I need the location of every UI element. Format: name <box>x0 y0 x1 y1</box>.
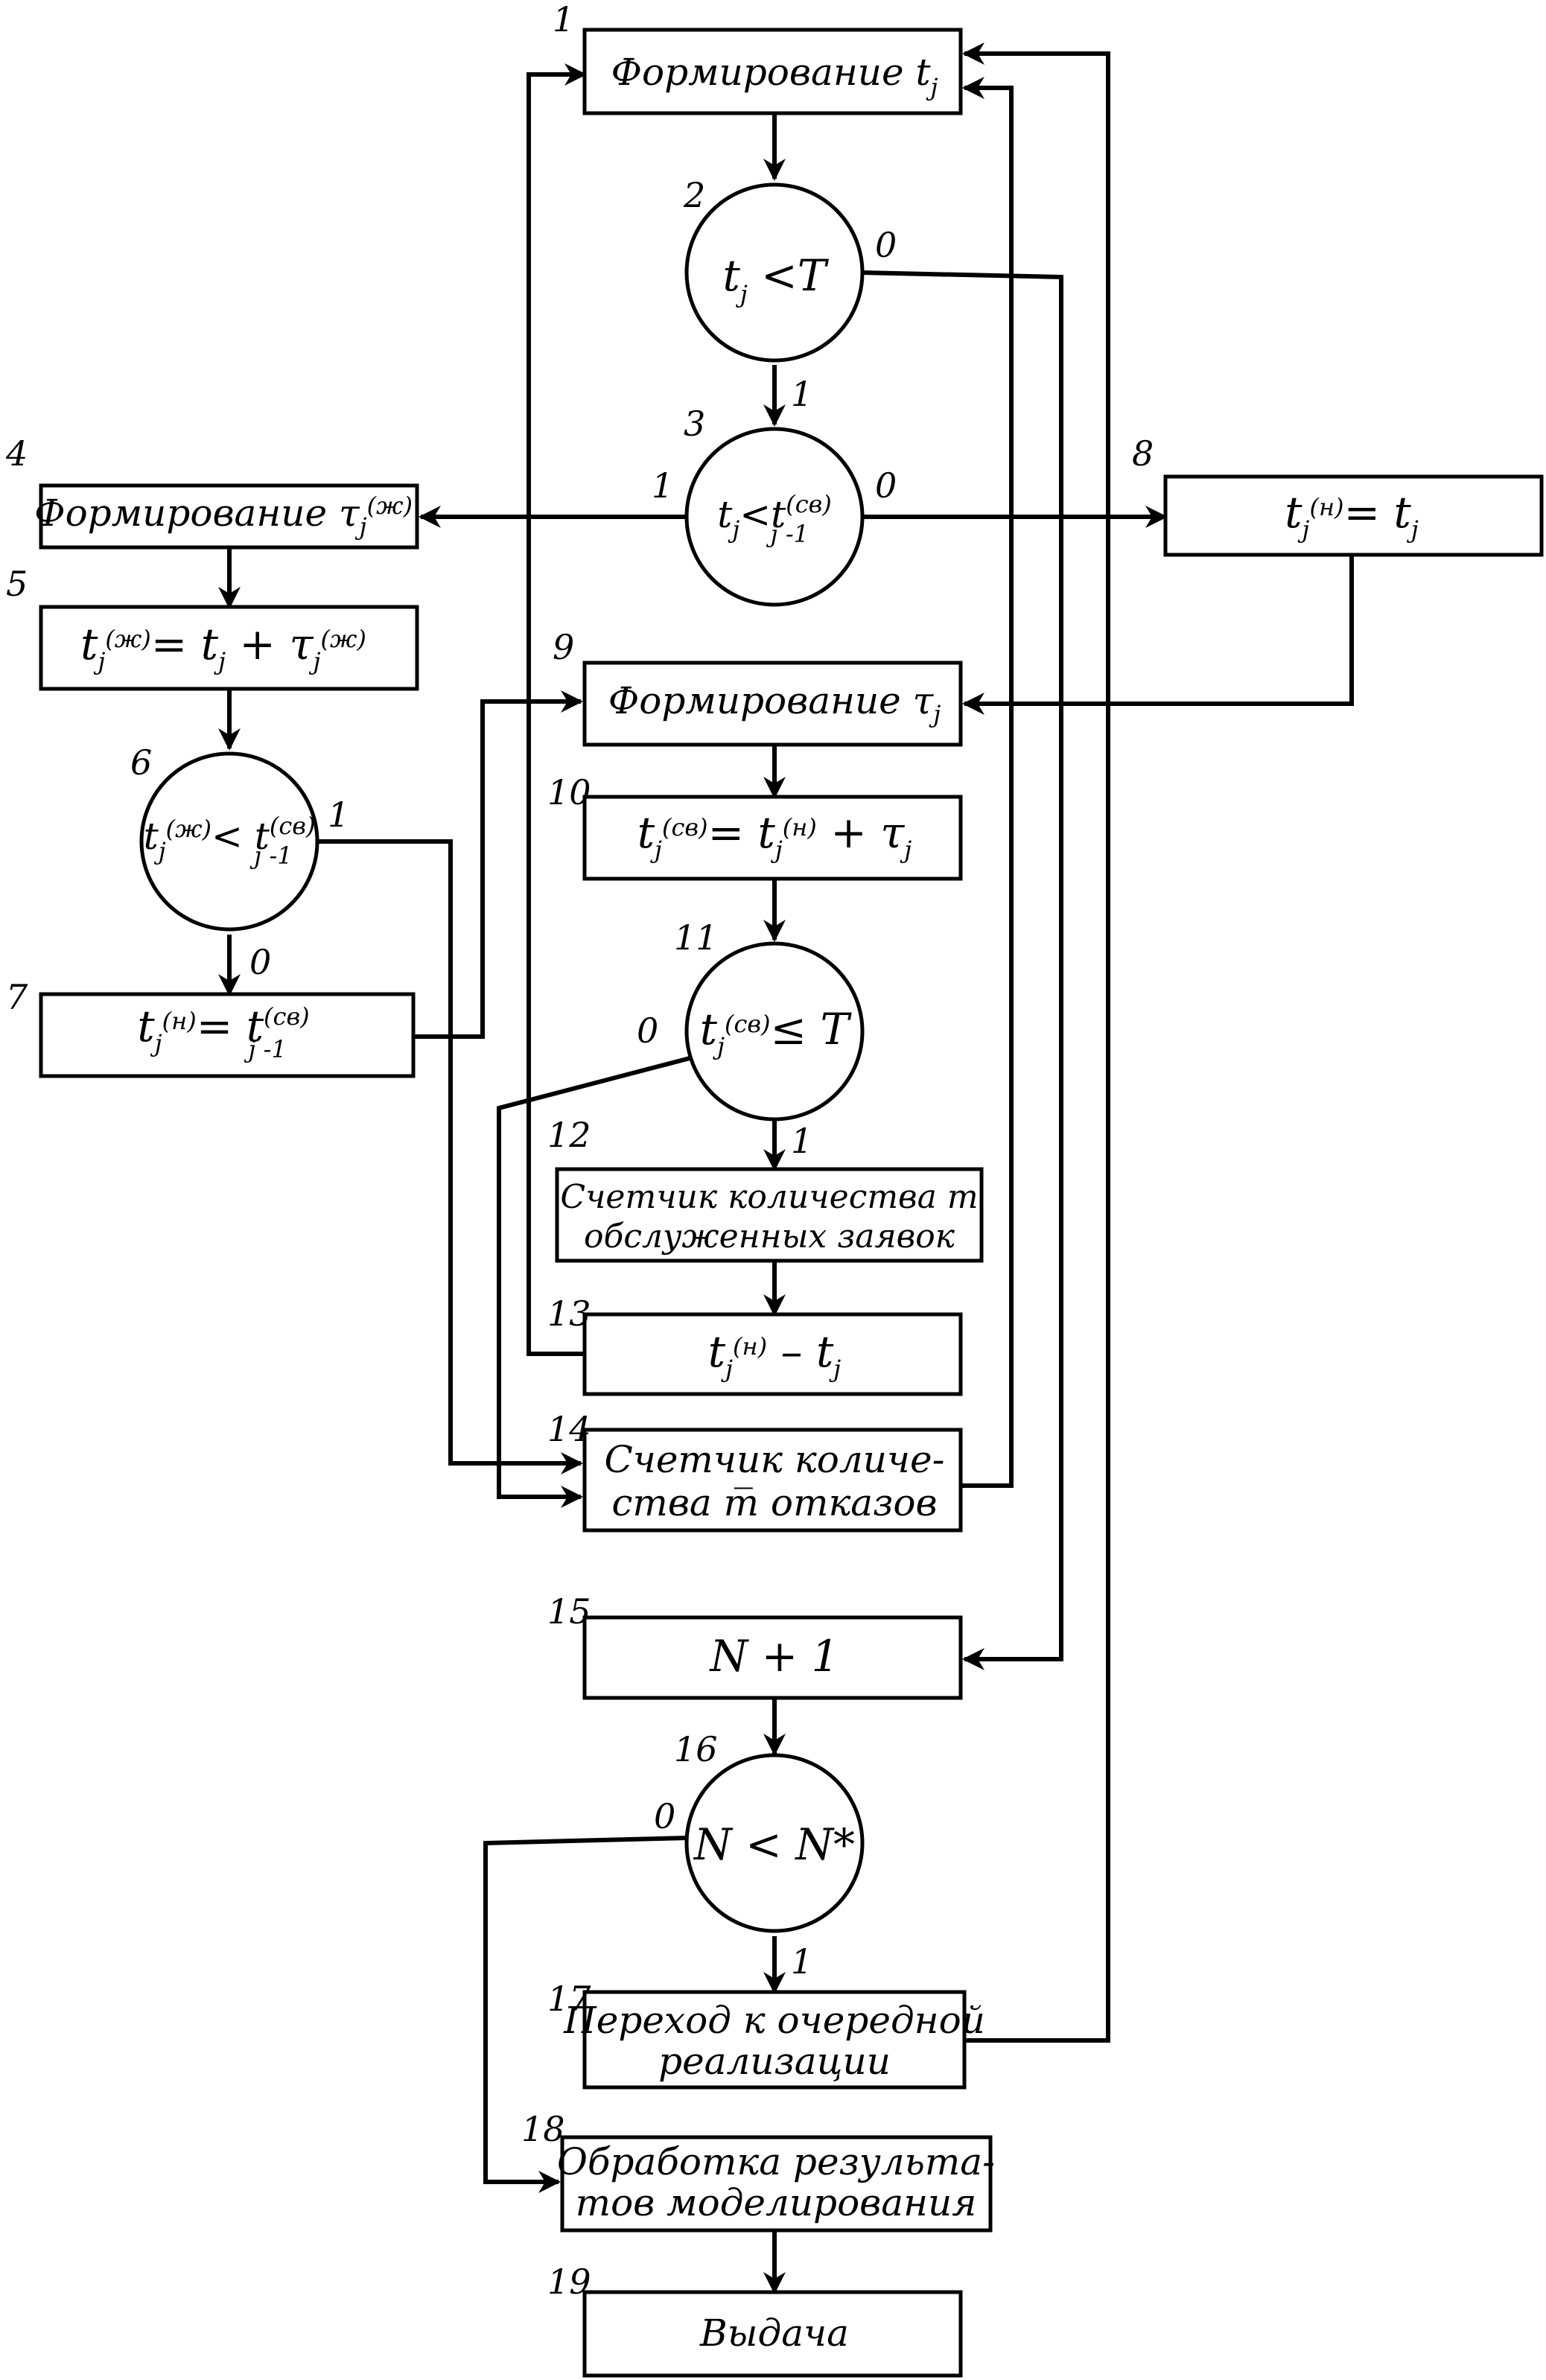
node-8-tn-equals-tj: tj(н)= tj 8 <box>1132 433 1544 557</box>
node-14-refusal-counter: Счетчик количе- ства m̅ отказов 14 <box>547 1409 963 1533</box>
svg-text:7: 7 <box>6 977 28 1017</box>
svg-text:tj<t(св)j -1: tj<t(св)j -1 <box>717 490 832 548</box>
svg-text:Формирование tj: Формирование tj <box>611 51 938 101</box>
svg-text:19: 19 <box>547 2262 591 2302</box>
svg-text:tj(н) – tj: tj(н) – tj <box>708 1326 841 1383</box>
svg-text:2: 2 <box>683 175 705 215</box>
node-4-form-tau-zh: Формирование τj(ж) 4 <box>5 433 419 550</box>
svg-text:4: 4 <box>5 433 28 474</box>
svg-text:12: 12 <box>547 1115 591 1155</box>
svg-text:тов моделирования: тов моделирования <box>576 2181 977 2224</box>
svg-text:5: 5 <box>6 564 28 604</box>
svg-text:Переход к очередной: Переход к очередной <box>563 1999 985 2042</box>
svg-text:tj(ж)= tj + τj(ж): tj(ж)= tj + τj(ж) <box>80 619 366 675</box>
svg-text:0: 0 <box>654 1796 675 1836</box>
svg-text:0: 0 <box>637 1011 658 1051</box>
svg-text:Выдача: Выдача <box>699 2311 849 2355</box>
node-3-decision-tj-lt-tcv: tj<t(св)j -1 3 1 0 <box>652 404 897 607</box>
svg-text:tj(н)= t(св)j -1: tj(н)= t(св)j -1 <box>137 1001 309 1063</box>
node-12-served-counter: Счетчик количества m обслуженных заявок … <box>547 1115 984 1263</box>
node-2-decision-tj-lt-T: tj <T 2 0 1 <box>683 175 897 414</box>
svg-text:реализации: реализации <box>658 2040 891 2083</box>
svg-text:16: 16 <box>674 1729 718 1769</box>
svg-text:обслуженных заявок: обслуженных заявок <box>584 1218 955 1256</box>
svg-text:ства m̅ отказов: ства m̅ отказов <box>611 1481 937 1524</box>
svg-text:11: 11 <box>674 917 718 958</box>
svg-text:8: 8 <box>1132 433 1154 474</box>
node-5-tzh-equals: tj(ж)= tj + τj(ж) 5 <box>6 564 419 691</box>
svg-text:18: 18 <box>521 2109 565 2149</box>
svg-text:Счетчик количества m: Счетчик количества m <box>560 1178 978 1216</box>
svg-text:1: 1 <box>791 1941 812 1982</box>
svg-text:tj(св)≤ T: tj(св)≤ T <box>700 1004 853 1060</box>
svg-text:tj(ж)< t(св)j -1: tj(ж)< t(св)j -1 <box>144 812 316 870</box>
svg-text:1: 1 <box>791 374 812 414</box>
svg-text:Счетчик количе-: Счетчик количе- <box>604 1438 944 1481</box>
svg-text:10: 10 <box>547 772 591 812</box>
node-7-tn-equals-tcv: tj(н)= t(св)j -1 7 <box>6 977 416 1078</box>
svg-text:tj(св)= tj(н) + τj: tj(св)= tj(н) + τj <box>637 807 912 864</box>
node-11-decision-tcv-le-T: tj(св)≤ T 11 0 1 <box>637 917 865 1161</box>
node-16-decision-n-lt-nstar: N < N* 16 0 1 <box>654 1729 865 1982</box>
node-13-tn-minus-tj: tj(н) – tj 13 <box>547 1294 963 1396</box>
svg-text:15: 15 <box>547 1591 591 1632</box>
svg-text:3: 3 <box>684 404 705 444</box>
node-19-output: Выдача 19 <box>547 2262 963 2378</box>
svg-text:13: 13 <box>547 1294 591 1334</box>
node-9-form-tau: Формирование τj 9 <box>553 627 963 747</box>
svg-text:tj(н)= tj: tj(н)= tj <box>1285 487 1419 544</box>
svg-text:N < N*: N < N* <box>693 1819 855 1870</box>
svg-text:1: 1 <box>652 465 673 506</box>
node-1-form-tj: Формирование tj 1 <box>553 0 963 115</box>
node-17-next-realization: Переход к очередной реализации 17 <box>547 1979 985 2090</box>
svg-text:6: 6 <box>130 742 152 783</box>
svg-text:Формирование τj: Формирование τj <box>608 679 941 728</box>
svg-text:tj <T: tj <T <box>723 250 830 308</box>
svg-text:0: 0 <box>249 942 271 982</box>
svg-text:17: 17 <box>547 1979 591 2019</box>
svg-text:9: 9 <box>553 627 574 667</box>
svg-text:14: 14 <box>547 1409 591 1449</box>
svg-text:Формирование τj(ж): Формирование τj(ж) <box>34 491 413 541</box>
node-15-n-plus-1: N + 1 15 <box>547 1591 963 1700</box>
svg-text:Обработка результа-: Обработка результа- <box>557 2140 995 2183</box>
svg-text:1: 1 <box>791 1121 812 1161</box>
svg-text:1: 1 <box>553 0 574 39</box>
svg-text:0: 0 <box>875 225 897 265</box>
svg-text:N + 1: N + 1 <box>708 1631 839 1681</box>
connectors <box>218 42 1354 2294</box>
node-6-decision-tzh-lt-tcv: tj(ж)< t(св)j -1 6 1 0 <box>130 742 349 982</box>
node-18-process-results: Обработка результа- тов моделирования 18 <box>521 2109 995 2233</box>
svg-text:0: 0 <box>875 465 897 506</box>
node-10-tcv-equals: tj(св)= tj(н) + τj 10 <box>547 772 963 881</box>
svg-text:1: 1 <box>328 795 349 835</box>
